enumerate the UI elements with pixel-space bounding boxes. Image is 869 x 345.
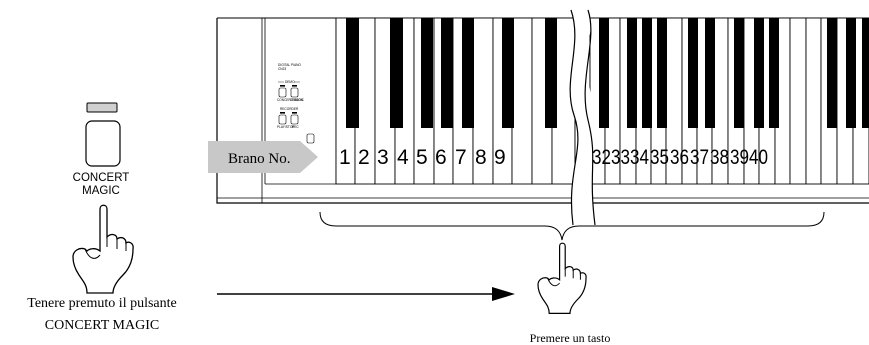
- play-stop-button[interactable]: [278, 114, 287, 125]
- black-key[interactable]: [688, 18, 698, 128]
- rec-button[interactable]: [290, 114, 299, 125]
- lesson-button[interactable]: [290, 87, 299, 98]
- key-number: 5: [416, 146, 428, 169]
- black-key[interactable]: [627, 18, 637, 128]
- key-number: 1: [339, 146, 351, 169]
- black-key[interactable]: [657, 18, 667, 128]
- panel-recorder-label: RECORDER: [280, 107, 299, 111]
- key-number: 4: [397, 146, 409, 169]
- black-key[interactable]: [390, 18, 403, 128]
- right-hand-icon: [537, 242, 587, 315]
- key-number: 8: [475, 146, 487, 169]
- panel-brand-line1: DIGITAL PIANO: [278, 63, 301, 67]
- black-key[interactable]: [827, 18, 837, 128]
- black-key[interactable]: [462, 18, 474, 128]
- panel-lesson-label: LESSON: [290, 98, 304, 102]
- key-number: 36: [670, 146, 689, 169]
- black-key[interactable]: [642, 18, 652, 128]
- panel-play-stop-label: PLAY/STOP: [277, 125, 294, 129]
- key-number: 6: [435, 146, 447, 169]
- black-key[interactable]: [599, 18, 609, 128]
- lesson-led: [292, 85, 297, 87]
- key-number: 34: [630, 146, 649, 169]
- brano-label: Brano No.: [228, 151, 291, 167]
- power-button[interactable]: [306, 133, 315, 144]
- black-key[interactable]: [705, 18, 715, 128]
- key-number: 33: [611, 146, 630, 169]
- black-key[interactable]: [545, 18, 557, 128]
- brano-arrow: Brano No.: [208, 141, 318, 173]
- black-key[interactable]: [862, 18, 869, 128]
- key-range-brace: [319, 211, 825, 241]
- rec-led: [292, 112, 297, 114]
- white-key[interactable]: [805, 17, 822, 185]
- concert-magic-led: [280, 85, 285, 87]
- left-caption-line2: CONCERT MAGIC: [45, 318, 159, 333]
- keyboard-break: [569, 9, 596, 226]
- key-number: 3: [377, 146, 389, 169]
- panel-rec-label: REC: [292, 125, 299, 129]
- key-number: 37: [690, 146, 709, 169]
- left-hand-icon: [72, 204, 134, 294]
- button-label-line1: CONCERT: [73, 172, 130, 184]
- white-key[interactable]: [511, 17, 533, 185]
- key-number: 35: [650, 146, 669, 169]
- key-number: 7: [455, 146, 467, 169]
- black-key[interactable]: [441, 18, 453, 128]
- black-key[interactable]: [421, 18, 433, 128]
- concert-magic-button-illustration: CONCERT MAGIC: [73, 102, 130, 197]
- concert-magic-led-large: [86, 102, 118, 113]
- black-key[interactable]: [502, 18, 514, 128]
- black-key[interactable]: [754, 18, 764, 128]
- concert-magic-small-button[interactable]: [278, 87, 287, 98]
- key-number: 2: [358, 146, 370, 169]
- black-key[interactable]: [769, 18, 779, 128]
- control-panel: DIGITAL PIANO CN23 DEMO CONCERT MAGIC LE…: [277, 63, 315, 144]
- key-number: 38: [710, 146, 729, 169]
- brano-arrow-shape: [208, 141, 318, 173]
- key-number: 9: [494, 146, 506, 169]
- button-label-line2: MAGIC: [82, 185, 120, 197]
- panel-brand-line2: CN23: [278, 67, 286, 71]
- white-key[interactable]: [789, 17, 807, 185]
- key-number: 40: [749, 146, 768, 169]
- keyboard: [335, 17, 869, 185]
- left-caption-line1: Tenere premuto il pulsante: [27, 296, 176, 311]
- right-caption: Premere un tasto: [530, 331, 611, 345]
- concert-magic-button[interactable]: [85, 120, 121, 167]
- play-led: [280, 112, 285, 114]
- key-number: 32: [592, 146, 611, 169]
- black-key[interactable]: [846, 18, 856, 128]
- panel-demo-label: DEMO: [285, 80, 295, 84]
- panel-concert-magic-label: CONCERT MAGIC: [277, 98, 305, 102]
- black-key[interactable]: [346, 18, 359, 128]
- flow-arrow: [217, 287, 515, 301]
- key-number: 39: [730, 146, 749, 169]
- black-key[interactable]: [734, 18, 744, 128]
